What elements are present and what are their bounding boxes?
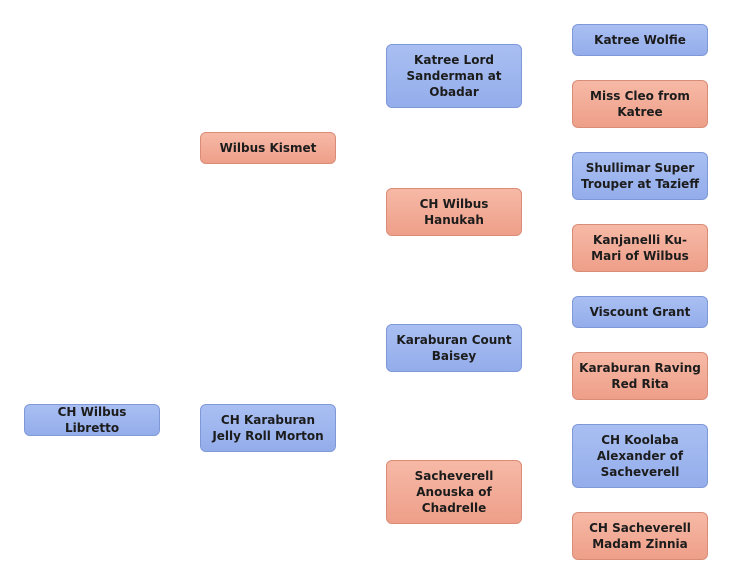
gen3-node[interactable]: CH Koolaba Alexander of Sacheverell (572, 424, 708, 488)
gen3-node[interactable]: Kanjanelli Ku-Mari of Wilbus (572, 224, 708, 272)
gen3-node[interactable]: Miss Cleo from Katree (572, 80, 708, 128)
dam-dam-node[interactable]: CH Wilbus Hanukah (386, 188, 522, 236)
sire-sire-node[interactable]: Karaburan Count Baisey (386, 324, 522, 372)
dam-node[interactable]: Wilbus Kismet (200, 132, 336, 164)
gen3-node[interactable]: Katree Wolfie (572, 24, 708, 56)
gen3-node[interactable]: CH Sacheverell Madam Zinnia (572, 512, 708, 560)
sire-dam-node[interactable]: Sacheverell Anouska of Chadrelle (386, 460, 522, 524)
gen3-node[interactable]: Shullimar Super Trouper at Tazieff (572, 152, 708, 200)
gen3-node[interactable]: Viscount Grant (572, 296, 708, 328)
subject-node[interactable]: CH Wilbus Libretto (24, 404, 160, 436)
gen3-node[interactable]: Karaburan Raving Red Rita (572, 352, 708, 400)
dam-sire-node[interactable]: Katree Lord Sanderman at Obadar (386, 44, 522, 108)
sire-node[interactable]: CH Karaburan Jelly Roll Morton (200, 404, 336, 452)
